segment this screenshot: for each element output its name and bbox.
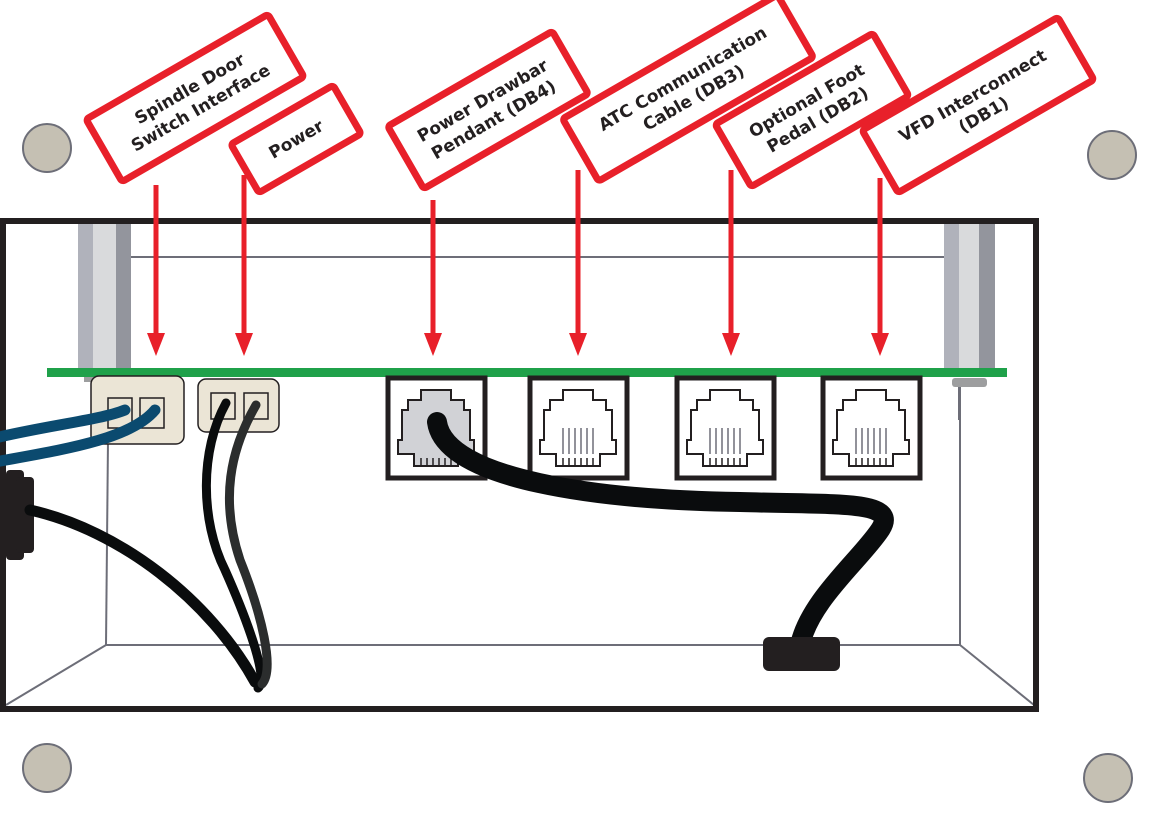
callout-power: Power: [228, 82, 364, 356]
power-connector: [197, 378, 280, 433]
main-power-cable: [24, 504, 261, 688]
callout-arrow-db4: [424, 200, 442, 356]
rj45-port-db1: [820, 375, 923, 481]
callout-box-power: Power: [228, 82, 364, 196]
callout-arrow-db3: [569, 170, 587, 356]
pendant-cable: [427, 412, 894, 671]
pcb-board: [47, 368, 1007, 377]
callout-arrow-spindle-door: [147, 185, 165, 356]
rj45-port-db2: [674, 375, 777, 481]
spindle-door-switch-connector: [90, 375, 185, 445]
spindle-door-cable: [0, 404, 161, 467]
mounting-screw-bottom-left: [22, 743, 72, 793]
callout-arrow-power: [235, 175, 253, 356]
mounting-screw-top-right: [1087, 130, 1137, 180]
power-cable-pair: [201, 398, 272, 693]
standoff-left: [78, 224, 131, 382]
callout-arrow-db2: [722, 170, 740, 356]
mounting-screw-bottom-right: [1083, 753, 1133, 803]
rj45-port-db3: [527, 375, 630, 481]
rj45-port-db4: [385, 375, 488, 481]
mounting-screw-top-left: [22, 123, 72, 173]
callout-arrow-db1: [871, 178, 889, 356]
standoff-right: [944, 224, 995, 420]
side-grommet: [6, 470, 34, 560]
